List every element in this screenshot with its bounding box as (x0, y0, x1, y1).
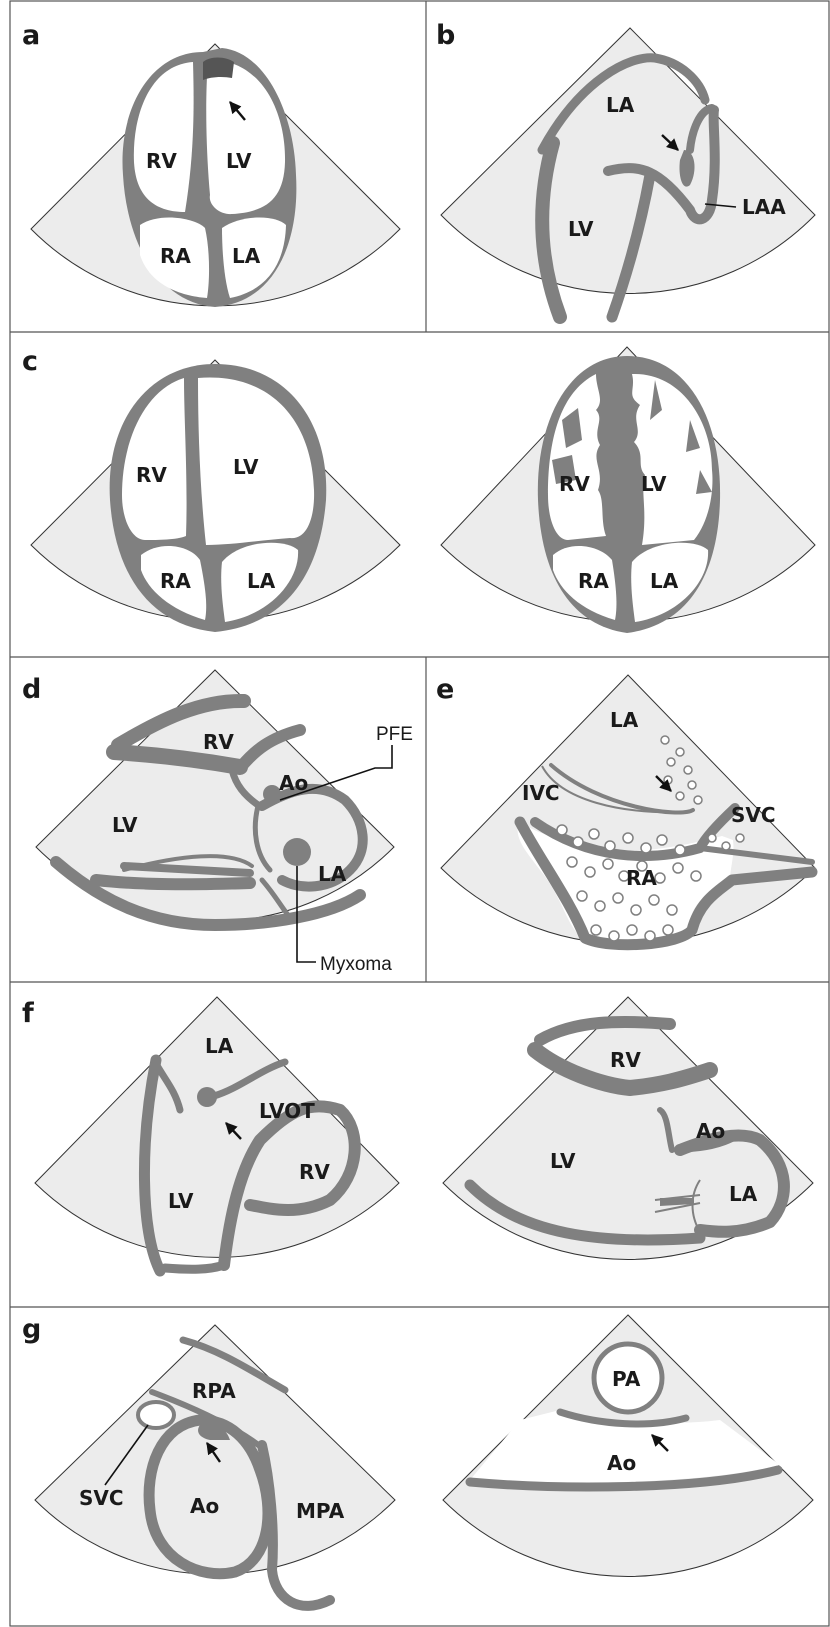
panel-a: a RV LV RA LA (22, 20, 400, 307)
panel-c: c RV LV RA LA RV LV RA LA (22, 346, 815, 633)
panel-e: e LA IVC SVC RA (436, 674, 815, 947)
panel-f: f LA LVOT RV LV RV Ao LV LA (22, 997, 813, 1271)
label-ivc: IVC (522, 781, 560, 805)
label-svc: SVC (731, 803, 776, 827)
panel-g: g RPA SVC Ao MPA PA Ao (22, 1314, 813, 1606)
label-ra-left: RA (160, 569, 191, 593)
label-rv: RV (203, 730, 234, 754)
label-pa: PA (612, 1367, 641, 1391)
panel-b: b LA LV LAA (436, 20, 815, 317)
label-myxoma: Myxoma (320, 954, 392, 975)
label-rv: RV (146, 149, 177, 173)
panel-letter-f: f (22, 998, 34, 1029)
label-mpa: MPA (296, 1499, 345, 1523)
label-la-left: LA (247, 569, 276, 593)
label-rv-left: RV (299, 1160, 330, 1184)
panel-letter-a: a (22, 20, 40, 51)
label-la-left: LA (205, 1034, 234, 1058)
panel-letter-b: b (436, 20, 455, 51)
label-lv: LV (226, 149, 252, 173)
label-ra-right: RA (578, 569, 609, 593)
label-rv-left: RV (136, 463, 167, 487)
label-la-right: LA (729, 1182, 758, 1206)
label-ao-right: Ao (696, 1119, 725, 1143)
label-la: LA (318, 862, 347, 886)
label-lv-left: LV (168, 1189, 194, 1213)
label-la: LA (232, 244, 261, 268)
label-la: LA (606, 93, 635, 117)
panel-letter-c: c (22, 346, 38, 377)
label-ra: RA (160, 244, 191, 268)
label-lv: LV (568, 217, 594, 241)
label-pfe: PFE (376, 724, 413, 745)
label-rv-right: RV (610, 1048, 641, 1072)
panel-letter-g: g (22, 1314, 41, 1345)
panel-d: d RV Ao LV LA PFE Myxoma (22, 670, 413, 975)
panel-letter-d: d (22, 674, 41, 705)
label-ao-right: Ao (607, 1451, 636, 1475)
sector-f-right (443, 997, 813, 1259)
label-la: LA (610, 708, 639, 732)
label-lvot: LVOT (259, 1099, 315, 1123)
label-lv: LV (112, 813, 138, 837)
label-svc: SVC (79, 1486, 124, 1510)
sector-g-left (35, 1325, 395, 1574)
label-ra: RA (626, 866, 657, 890)
label-ao-left: Ao (190, 1494, 219, 1518)
label-rv-right: RV (559, 472, 590, 496)
label-la-right: LA (650, 569, 679, 593)
label-rpa: RPA (192, 1379, 236, 1403)
label-lv-right: LV (550, 1149, 576, 1173)
label-ao: Ao (279, 771, 308, 795)
label-lv-left: LV (233, 455, 259, 479)
label-lv-right: LV (641, 472, 667, 496)
panel-letter-e: e (436, 674, 454, 705)
label-laa: LAA (742, 195, 786, 219)
